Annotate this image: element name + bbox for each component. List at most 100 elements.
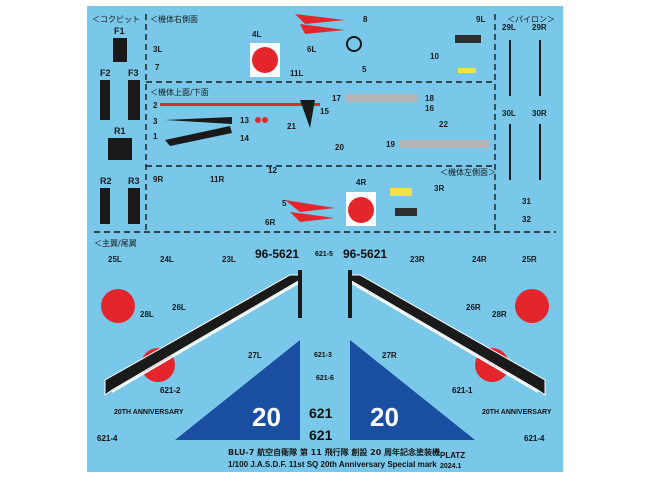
code-621-a: 621 [309, 405, 333, 421]
num-30r: 30R [532, 109, 547, 118]
hinomaru-wing-upper-left [101, 289, 135, 323]
num-8: 8 [363, 15, 368, 24]
num-25r: 25R [522, 255, 537, 264]
num-15: 15 [320, 107, 329, 116]
antenna-strip-left [298, 270, 302, 318]
tail-code-top: 621-5 [315, 251, 333, 258]
code-621-b: 621 [309, 427, 333, 443]
num-2: 2 [153, 101, 158, 110]
panel-r1 [108, 138, 132, 160]
num-11l: 11L [290, 69, 303, 78]
num-14: 14 [240, 134, 249, 143]
num-13: 13 [240, 116, 249, 125]
tail-20-left: 20 [252, 402, 281, 432]
cockpit-label-r3: R3 [128, 176, 140, 186]
tail-fin-right [350, 340, 475, 440]
footer-jp-title: BLU-7 航空自衛隊 第 11 飛行隊 創設 20 周年記念塗装機 [228, 447, 440, 457]
antenna-strip-right [348, 270, 352, 318]
num-9r: 9R [153, 175, 163, 184]
section-fuselage-left: ＜機体左側面＞ [440, 167, 496, 177]
sheet-background [87, 6, 563, 472]
section-fuselage-top-bottom: ＜機体上面/下面 [150, 87, 209, 97]
cockpit-decals: F1 F2 F3 R1 R2 R3 [100, 26, 140, 224]
num-24l: 24L [160, 255, 174, 264]
cockpit-label-r1: R1 [114, 126, 126, 136]
red-stripe-top [160, 103, 320, 106]
black-stripe [165, 126, 232, 146]
wing-code-right: 621-1 [452, 386, 473, 395]
anniversary-right: 20TH ANNIVERSARY [482, 409, 552, 416]
section-pylon: ＜パイロン＞ [507, 15, 555, 24]
num-28l: 28L [140, 310, 154, 319]
hinomaru-left-side [348, 197, 374, 223]
num-11r: 11R [210, 175, 224, 184]
num-7: 7 [155, 63, 160, 72]
num-32: 32 [522, 215, 531, 224]
top-bottom-decals: 17 18 16 15 22 2 3 1 13 14 21 20 19 12 [153, 94, 490, 175]
num-5: 5 [362, 65, 367, 74]
section-dividers [94, 14, 556, 233]
num-3: 3 [153, 117, 158, 126]
num-3l: 3L [153, 45, 162, 54]
num-19: 19 [386, 140, 395, 149]
panel-r3 [128, 188, 140, 224]
num-28r: 28R [492, 310, 507, 319]
section-fuselage-right: ＜機体右側面 [150, 14, 198, 24]
left-side-decals: 9R 11R 4R 3R 6R 5 [153, 175, 444, 227]
num-29l: 29L [502, 23, 516, 32]
cockpit-label-f2: F2 [100, 68, 111, 78]
tail-code-left: 621-3 [314, 352, 332, 359]
hinomaru-right-side [252, 47, 278, 73]
panel-f1 [113, 38, 127, 62]
num-30l: 30L [502, 109, 516, 118]
panel-f3 [128, 80, 140, 120]
num-17: 17 [332, 94, 341, 103]
num-3r: 3R [434, 184, 444, 193]
anniversary-left: 20TH ANNIVERSARY [114, 409, 184, 416]
corner-code-right: 621-4 [524, 434, 545, 443]
emblem-ring [346, 36, 362, 52]
num-4r: 4R [356, 178, 366, 187]
num-1: 1 [153, 132, 158, 141]
num-23l: 23L [222, 255, 236, 264]
section-wings-tail: ＜主翼/尾翼 [94, 238, 137, 248]
num-23r: 23R [410, 255, 425, 264]
num-6r: 6R [265, 218, 275, 227]
footer-date: 2024.1 [440, 463, 462, 470]
footer-en-title: 1/100 J.A.S.D.F. 11st SQ 20th Anniversar… [228, 460, 437, 469]
wings-decals: 25L 24L 23L 23R 24R 25R 26L 26R 28L 28R … [101, 255, 549, 440]
num-5-left: 5 [282, 199, 287, 208]
pylon-decals: 29L 29R 30L 30R 31 32 [502, 23, 547, 224]
num-21: 21 [287, 122, 296, 131]
section-cockpit: ＜コクピット [92, 15, 140, 24]
cockpit-label-f1: F1 [114, 26, 125, 36]
num-6l: 6L [307, 45, 316, 54]
num-31: 31 [522, 197, 531, 206]
right-side-decals: 4L 8 9L 3L 6L 7 5 10 11L [153, 14, 485, 78]
num-9l: 9L [476, 15, 485, 24]
yellow-warning [390, 188, 412, 196]
num-16: 16 [425, 104, 434, 113]
footer-brand: PLATZ [440, 451, 465, 460]
serial-right: 96-5621 [343, 247, 387, 261]
grey-walkway-2 [400, 140, 490, 148]
grey-walkway-1 [345, 94, 417, 102]
num-27r: 27R [382, 351, 397, 360]
num-20: 20 [335, 143, 344, 152]
hinomaru-wing-upper-right [515, 289, 549, 323]
num-24r: 24R [472, 255, 487, 264]
panel-f2 [100, 80, 110, 120]
num-27l: 27L [248, 351, 262, 360]
num-22: 22 [439, 120, 448, 129]
num-18: 18 [425, 94, 434, 103]
corner-code-left: 621-4 [97, 434, 118, 443]
num-4l: 4L [252, 30, 261, 39]
panel-r2 [100, 188, 110, 224]
num-12: 12 [268, 166, 277, 175]
tail-code-mid: 621-6 [316, 375, 334, 382]
tail-fin-left [175, 340, 300, 440]
red-arrow-lower [285, 200, 335, 212]
serial-left: 96-5621 [255, 247, 299, 261]
num-25l: 25L [108, 255, 122, 264]
